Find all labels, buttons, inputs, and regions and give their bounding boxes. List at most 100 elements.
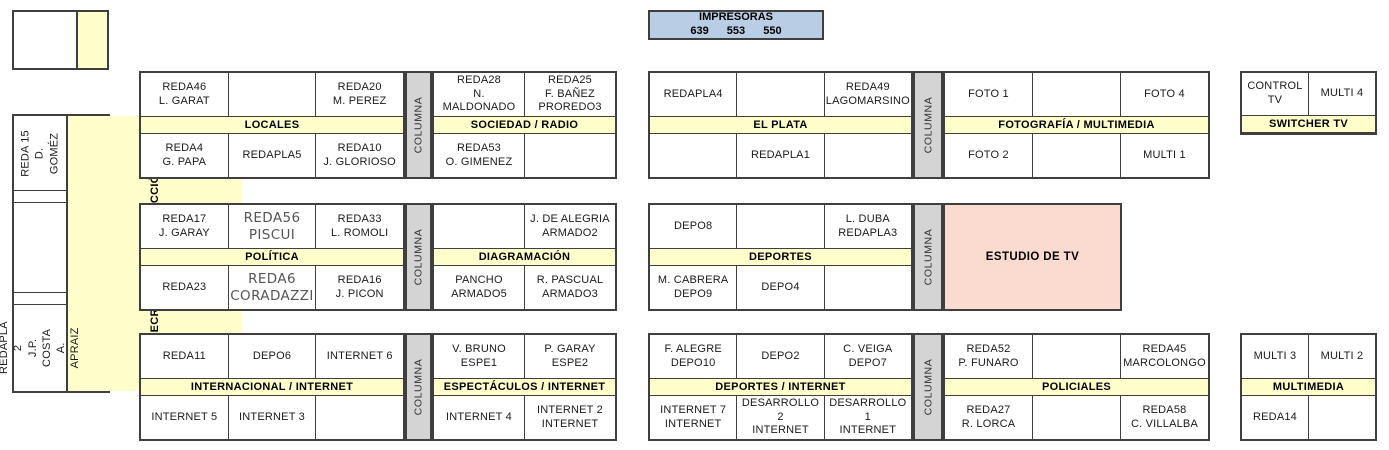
- desk-cell: C. VEIGA DEPO7: [823, 335, 911, 378]
- multimedia-bottom-row: REDA14: [1242, 396, 1375, 439]
- desk-cell: J. DE ALEGRIA ARMADO2: [524, 205, 615, 248]
- desk-cell: REDA25 F. BAÑEZ PROREDO3: [524, 73, 615, 116]
- diagramacion-section-header: DIAGRAMACIÓN: [434, 248, 615, 266]
- columna-pillar: COLUMNA: [913, 203, 943, 311]
- desk-cell: INTERNET 5: [151, 410, 218, 423]
- elplata-bottom-row: REDAPLA1: [650, 134, 911, 177]
- desk-cell: [14, 203, 66, 292]
- desk-cell: FOTO 2: [968, 148, 1009, 161]
- desk-cell: [823, 134, 911, 177]
- desk-cell: FOTO 1: [968, 87, 1009, 100]
- desk-cell: DESARROLLO 1 INTERNET: [823, 396, 911, 439]
- desk-cell: FOTO 4: [1120, 73, 1208, 116]
- desk-cell: DEPO8: [674, 219, 713, 232]
- desk-cell: [315, 396, 403, 439]
- desk-cell: REDA56 PISCUI: [227, 205, 316, 248]
- desk-cell: R. PASCUAL ARMADO3: [524, 266, 615, 309]
- espectaculos-bottom-row: INTERNET 4 INTERNET 2 INTERNET: [434, 396, 615, 439]
- desk-label: REDA 15 D. GOMÉZ: [19, 129, 61, 177]
- switcher-section-header: SWITCHER TV: [1242, 115, 1375, 133]
- elplata-section-header: EL PLATA: [650, 116, 911, 134]
- desk-cell: DEPO2: [736, 335, 823, 378]
- columna-label: COLUMNA: [412, 228, 425, 286]
- desk-cell: INTERNET 4: [446, 410, 512, 423]
- desk-cell: [650, 134, 736, 177]
- desk-cell: REDA23: [162, 280, 207, 293]
- desk-cell: [736, 73, 823, 116]
- columna-label: COLUMNA: [922, 358, 934, 416]
- desk-cell: [524, 134, 615, 177]
- desk-cell: F. ALEGRE DEPO10: [664, 342, 722, 369]
- columna-pillar: COLUMNA: [405, 333, 432, 441]
- desk-cell: REDA52 P. FUNARO: [958, 342, 1019, 369]
- desk-cell: REDA 15 D. GOMÉZ: [14, 116, 66, 190]
- desk-cell: [1032, 396, 1120, 439]
- desk-cell: REDA11: [162, 349, 206, 362]
- multimedia-top-row: MULTI 3 MULTI 2: [1242, 335, 1375, 378]
- desk-cell: [823, 266, 911, 309]
- locales-section-header: LOCALES: [141, 116, 403, 134]
- sociedad-bottom-row: REDA53 O. GIMENEZ: [434, 134, 615, 177]
- desk-cell: REDAPLA5: [227, 134, 316, 177]
- desk-cell: REDA14: [1253, 410, 1297, 423]
- policiales-section-header: POLICIALES: [945, 378, 1208, 396]
- columna-pillar: COLUMNA: [913, 71, 943, 179]
- desk-cell: V. BRUNO ESPE1: [452, 342, 506, 369]
- desk-cell: [1032, 73, 1120, 116]
- desk-cell: DEPO6: [227, 335, 316, 378]
- desk-cell: CONTROL TV: [1247, 80, 1303, 106]
- tv-studio-box: ESTUDIO DE TV: [943, 203, 1122, 311]
- internacional-section-header: INTERNACIONAL / INTERNET: [141, 378, 403, 396]
- desk-cell: REDA4 G. PAPA: [162, 141, 207, 168]
- desk-cell: [736, 205, 823, 248]
- desk-label: REDAPLA 2 J.P. COSTA A. APRAIZ: [0, 321, 82, 375]
- desk-cell: MULTI 2: [1308, 335, 1375, 378]
- deportes-section-header: DEPORTES: [650, 248, 911, 266]
- columna-pillar: COLUMNA: [913, 333, 943, 441]
- deportes-top-row: DEPO8 L. DUBA REDAPLA3: [650, 205, 911, 248]
- columna-label: COLUMNA: [922, 96, 934, 154]
- desk-cell: REDA17 J. GARAY: [158, 212, 210, 239]
- fotografia-top-row: FOTO 1 FOTO 4: [945, 73, 1208, 116]
- diagramacion-top-row: J. DE ALEGRIA ARMADO2: [434, 205, 615, 248]
- desk-cell: REDA6 CORADAZZI: [227, 266, 316, 309]
- desk-cell: REDAPLA1: [736, 134, 823, 177]
- desk-cell: INTERNET 6: [315, 335, 403, 378]
- desk-cell: [1032, 134, 1120, 177]
- desk-cell: REDA53 O. GIMENEZ: [445, 141, 513, 168]
- fotografia-section-header: FOTOGRAFÍA / MULTIMEDIA: [945, 116, 1208, 134]
- desk-cell: L. DUBA REDAPLA3: [823, 205, 911, 248]
- desk-divider: [14, 190, 67, 203]
- printers-numbers: 639 553 550: [690, 25, 782, 37]
- desk-cell: MULTI 4: [1308, 73, 1375, 115]
- desk-cell: INTERNET 7 INTERNET: [660, 403, 727, 430]
- corner-desk-empty: [14, 12, 78, 68]
- desk-cell: REDA20 M. PEREZ: [315, 73, 403, 116]
- desk-cell: [1032, 335, 1120, 378]
- desk-cell: P. GARAY ESPE2: [524, 335, 615, 378]
- desk-cell: DESARROLLO 2 INTERNET: [736, 396, 823, 439]
- desk-cell: INTERNET 2 INTERNET: [524, 396, 615, 439]
- desk-cell: MULTI 3: [1253, 349, 1297, 362]
